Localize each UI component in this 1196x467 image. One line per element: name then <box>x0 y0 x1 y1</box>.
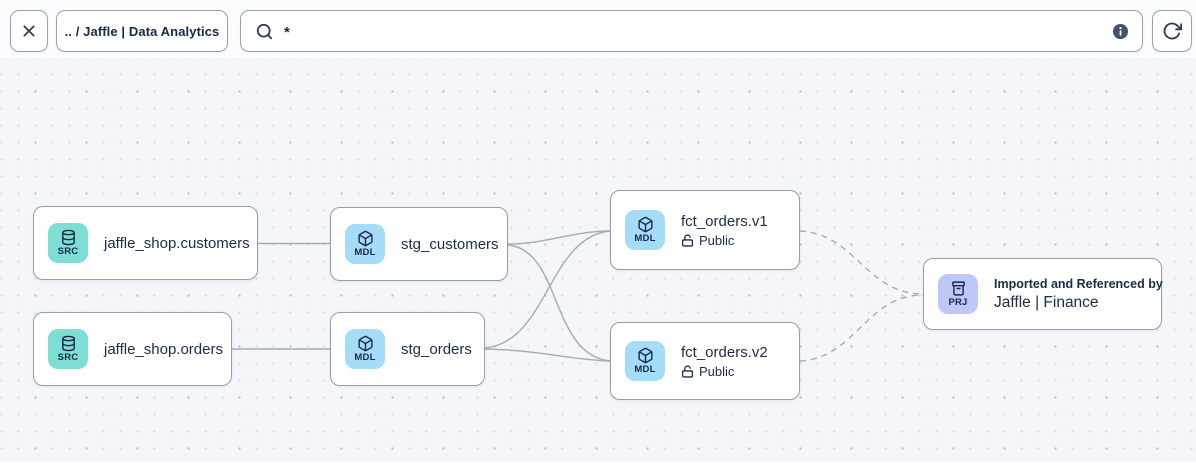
node-jaffle-shop-customers[interactable]: SRC jaffle_shop.customers <box>33 206 258 280</box>
node-title: stg_customers <box>401 235 499 253</box>
edge-stgcustomers-v1 <box>507 230 611 245</box>
node-jaffle-finance-project[interactable]: PRJ Imported and Referenced by Jaffle | … <box>923 258 1163 330</box>
source-badge: SRC <box>48 223 88 263</box>
unlock-icon <box>681 364 694 378</box>
node-stg-orders[interactable]: MDL stg_orders <box>330 312 485 386</box>
edge-stgorders-v1 <box>484 230 611 349</box>
close-icon <box>21 23 37 39</box>
project-subtitle: Imported and Referenced by <box>994 276 1163 291</box>
node-fct-orders-v1[interactable]: MDL fct_orders.v1 Public <box>610 190 800 270</box>
node-title: fct_orders.v1 <box>681 212 768 230</box>
edge-v1-project <box>799 230 924 295</box>
bottom-edge <box>0 462 1196 467</box>
database-icon <box>60 335 77 352</box>
node-title: stg_orders <box>401 340 472 358</box>
search-icon <box>255 22 274 41</box>
source-badge: SRC <box>48 329 88 369</box>
badge-label: SRC <box>57 352 79 363</box>
cube-icon <box>637 347 654 364</box>
badge-label: MDL <box>634 233 656 244</box>
access-label: Public <box>699 232 735 248</box>
search-bar[interactable] <box>240 10 1143 52</box>
model-badge: MDL <box>345 329 385 369</box>
badge-label: PRJ <box>948 297 968 308</box>
cube-icon <box>357 230 374 247</box>
access-label: Public <box>699 363 735 379</box>
badge-label: MDL <box>634 364 656 375</box>
cube-icon <box>357 335 374 352</box>
database-icon <box>60 229 77 246</box>
project-title: Jaffle | Finance <box>994 293 1099 311</box>
archive-icon <box>950 280 967 297</box>
node-fct-orders-v2[interactable]: MDL fct_orders.v2 Public <box>610 322 800 400</box>
badge-label: SRC <box>57 246 79 257</box>
access-row: Public <box>681 364 768 379</box>
info-icon[interactable] <box>1111 22 1130 41</box>
model-badge: MDL <box>345 224 385 264</box>
search-input[interactable] <box>284 21 1101 41</box>
node-stg-customers[interactable]: MDL stg_customers <box>330 207 508 281</box>
breadcrumb-label: .. / Jaffle | Data Analytics <box>64 23 220 39</box>
edge-v2-project <box>799 294 924 362</box>
project-badge: PRJ <box>938 274 978 314</box>
refresh-icon <box>1162 21 1182 41</box>
cube-icon <box>637 216 654 233</box>
model-badge: MDL <box>625 210 665 250</box>
unlock-icon <box>681 233 694 247</box>
node-title: jaffle_shop.orders <box>104 340 223 358</box>
breadcrumb[interactable]: .. / Jaffle | Data Analytics <box>56 10 228 52</box>
refresh-button[interactable] <box>1152 10 1192 52</box>
edge-stgorders-v2 <box>484 348 611 362</box>
node-title: fct_orders.v2 <box>681 343 768 361</box>
close-button[interactable] <box>10 10 48 52</box>
model-badge: MDL <box>625 341 665 381</box>
edge-stgcustomers-v2 <box>507 244 611 362</box>
node-title: jaffle_shop.customers <box>104 234 250 252</box>
access-row: Public <box>681 233 768 248</box>
badge-label: MDL <box>354 352 376 363</box>
badge-label: MDL <box>354 247 376 258</box>
node-jaffle-shop-orders[interactable]: SRC jaffle_shop.orders <box>33 312 232 386</box>
